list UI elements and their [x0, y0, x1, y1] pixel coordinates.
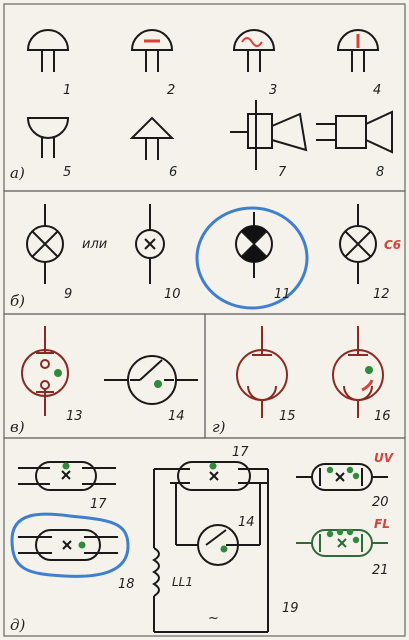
section-d-label: д): [10, 616, 26, 634]
label-num-8: 8: [376, 165, 384, 180]
label-num-18: 18: [118, 577, 135, 592]
highlight-circle-18: [10, 512, 130, 578]
green-dot-21a: [326, 530, 334, 538]
label-num-16: 16: [374, 409, 391, 424]
green-dot-20c: [352, 472, 360, 480]
section-b-labels: или 9 10 11 12 С6 б): [10, 237, 401, 310]
symbol-5-cup: [26, 117, 70, 158]
symbol-18-fluorescent: [18, 529, 118, 561]
symbol-3-dome-wave: [232, 29, 276, 72]
symbol-1-dome: [26, 29, 70, 72]
label-num-20: 20: [372, 495, 389, 510]
label-num-7: 7: [278, 165, 287, 180]
section-frames: [3, 3, 406, 637]
highlight-circle-11: [195, 206, 309, 310]
uv-code: UV: [374, 451, 395, 465]
symbol-2-dome-dash: [130, 29, 174, 72]
label-num-2: 2: [167, 83, 175, 98]
green-dot-13: [54, 369, 62, 377]
label-num-19: 19: [282, 601, 299, 616]
green-dot-16: [365, 366, 373, 374]
label-num-15: 15: [279, 409, 296, 424]
symbol-17-fluorescent: [18, 461, 116, 491]
green-dot-14: [154, 380, 162, 388]
section-v: [21, 326, 198, 416]
symbol-10-lamp-small-cross: [135, 204, 165, 284]
label-num-1: 1: [63, 83, 71, 98]
symbol-20-uv-lamp: [296, 463, 388, 491]
ac-symbol: ~: [208, 611, 219, 626]
label-num-17-left: 17: [90, 497, 107, 512]
label-num-5: 5: [63, 165, 71, 180]
label-num-4: 4: [373, 83, 381, 98]
symbol-16-tube-dot: [332, 326, 384, 418]
green-dot-18: [78, 541, 86, 549]
symbol-14-starter: [104, 355, 198, 405]
green-dot-20b: [346, 466, 354, 474]
section-v-labels: 13 14 в): [10, 409, 185, 436]
label-num-3: 3: [269, 83, 277, 98]
green-dot-21d: [352, 536, 360, 544]
symbol-7-speaker: [230, 100, 308, 170]
symbol-15-tube: [236, 326, 288, 418]
or-text: или: [82, 237, 107, 252]
inductor-coil: [152, 547, 160, 597]
section-a-label: а): [10, 164, 25, 182]
label-num-14: 14: [168, 409, 185, 424]
green-dot-21b: [336, 528, 344, 536]
section-g-labels: 15 16 г): [212, 409, 391, 436]
section-b: [26, 204, 377, 284]
label-num-21: 21: [372, 563, 389, 578]
green-dot-17-left: [62, 462, 70, 470]
label-num-6: 6: [169, 165, 177, 180]
green-dot-21c: [346, 528, 354, 536]
label-num-10: 10: [164, 287, 181, 302]
green-dot-20a: [326, 466, 334, 474]
symbol-11-lamp-signal: [235, 212, 273, 278]
label-num-12: 12: [373, 287, 390, 302]
green-dot-circuit-tube: [209, 462, 217, 470]
section-a-labels: 1 2 3 4 5 6 7 8 а): [10, 83, 384, 182]
label-num-9: 9: [64, 287, 72, 302]
symbol-4-dome-vertical: [336, 29, 380, 72]
lamp-code-c6: С6: [384, 238, 401, 252]
label-num-13: 13: [66, 409, 83, 424]
circuit-tube: [177, 461, 251, 491]
label-num-14-circuit: 14: [238, 515, 255, 530]
section-v-label: в): [10, 418, 25, 436]
section-g: [236, 326, 384, 418]
section-d: [18, 461, 388, 633]
section-b-label: б): [10, 292, 25, 310]
symbol-12-lamp-cross: [339, 204, 377, 284]
symbol-13-glow-lamp: [21, 326, 69, 416]
symbol-9-lamp-cross: [26, 204, 64, 284]
label-num-11: 11: [274, 287, 291, 302]
section-d-frame: [3, 437, 406, 637]
symbol-6-triangle: [129, 116, 175, 160]
green-dot-circuit-starter: [220, 545, 228, 553]
section-d-labels: 17 17 18 14 19 20 21 LL1 ~ UV FL д): [10, 445, 395, 634]
inductor-label: LL1: [172, 575, 193, 589]
fl-code: FL: [374, 517, 390, 531]
symbol-8-horn: [316, 110, 393, 154]
section-a: [26, 29, 393, 170]
section-g-label: г): [212, 418, 226, 436]
symbol-19-circuit: [152, 461, 269, 633]
label-num-17-top: 17: [232, 445, 249, 460]
